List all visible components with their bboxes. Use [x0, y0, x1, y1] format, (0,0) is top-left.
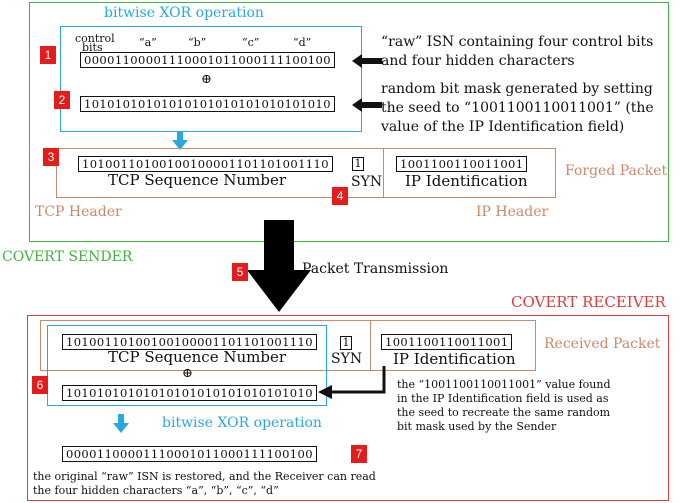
control-bits-label-2: bits: [82, 41, 103, 54]
receiver-ip-id-bits: 1001100110011001: [381, 334, 513, 350]
arrow-down-icon: [172, 131, 188, 150]
char-b-label: “b”: [188, 36, 207, 49]
mask-bits: 10101010101010101010101010101010: [80, 96, 335, 112]
receiver-ip-id-label: IP Identification: [393, 350, 516, 368]
seed-note: the “1001100110011001” value found in th…: [397, 378, 611, 433]
sender-xor-title: bitwise XOR operation: [104, 5, 264, 21]
control-bits-label-1: control: [75, 32, 115, 45]
arrow-left-icon: [352, 54, 382, 68]
receiver-mask-bits: 10101010101010101010101010101010: [62, 385, 317, 401]
forged-packet-label: Forged Packet: [565, 163, 668, 179]
arrow-left-icon: [352, 98, 382, 112]
sender-xor-symbol: ⊕: [201, 72, 212, 87]
packet-transmission-label: Packet Transmission: [302, 261, 449, 277]
char-a-label: “a”: [139, 36, 157, 49]
ip-header-label: IP Header: [476, 204, 549, 220]
received-packet-box: [40, 320, 536, 371]
elbow-arrow-icon: [318, 366, 386, 399]
receiver-xor-box: [47, 325, 327, 406]
sender-xor-box: [60, 26, 362, 132]
covert-receiver-label: COVERT RECEIVER: [511, 293, 666, 311]
tcp-header-label: TCP Header: [35, 204, 122, 220]
badge-3: 3: [43, 148, 59, 166]
raw-isn-note: “raw” ISN containing four control bits a…: [381, 34, 654, 69]
badge-2: 2: [54, 91, 70, 109]
sender-ip-id-bits: 1001100110011001: [396, 156, 528, 172]
badge-5: 5: [232, 263, 248, 281]
mask-note: random bit mask generated by setting the…: [381, 81, 654, 135]
received-packet-label: Received Packet: [544, 336, 661, 352]
covert-receiver-frame: [27, 315, 669, 501]
covert-sender-frame: [29, 2, 669, 242]
char-d-label: “d”: [293, 36, 312, 49]
sender-tcp-seq-label: TCP Sequence Number: [108, 171, 287, 189]
forged-seq-bits: 10100110100100100001101101001110: [78, 156, 333, 172]
big-arrow-down-icon: [247, 220, 311, 312]
char-c-label: “c”: [242, 36, 260, 49]
forged-packet-divider: [383, 148, 384, 198]
badge-4: 4: [332, 187, 348, 205]
receiver-xor-title: bitwise XOR operation: [162, 415, 322, 431]
sender-syn-label: SYN: [351, 174, 383, 190]
receiver-syn-bit: 1: [340, 336, 352, 350]
covert-sender-label: COVERT SENDER: [2, 249, 133, 265]
receiver-tcp-seq-label: TCP Sequence Number: [108, 348, 287, 366]
receiver-xor-symbol: ⊕: [182, 366, 193, 381]
badge-7: 7: [351, 445, 367, 463]
received-seq-bits: 10100110100100100001101101001110: [62, 334, 317, 350]
arrow-down-icon: [113, 414, 129, 433]
badge-6: 6: [32, 376, 48, 394]
sender-syn-bit: 1: [352, 157, 364, 171]
restored-isn-bits: 00001100001110001011000111100100: [62, 446, 317, 462]
received-packet-divider: [370, 320, 371, 371]
sender-ip-id-label: IP Identification: [405, 172, 528, 190]
badge-1: 1: [40, 46, 56, 64]
raw-isn-bits: 00001100001110001011000111100100: [80, 52, 335, 68]
restored-note: the original “raw” ISN is restored, and …: [33, 470, 376, 497]
receiver-syn-label: SYN: [331, 351, 363, 367]
forged-packet-box: [56, 148, 556, 198]
